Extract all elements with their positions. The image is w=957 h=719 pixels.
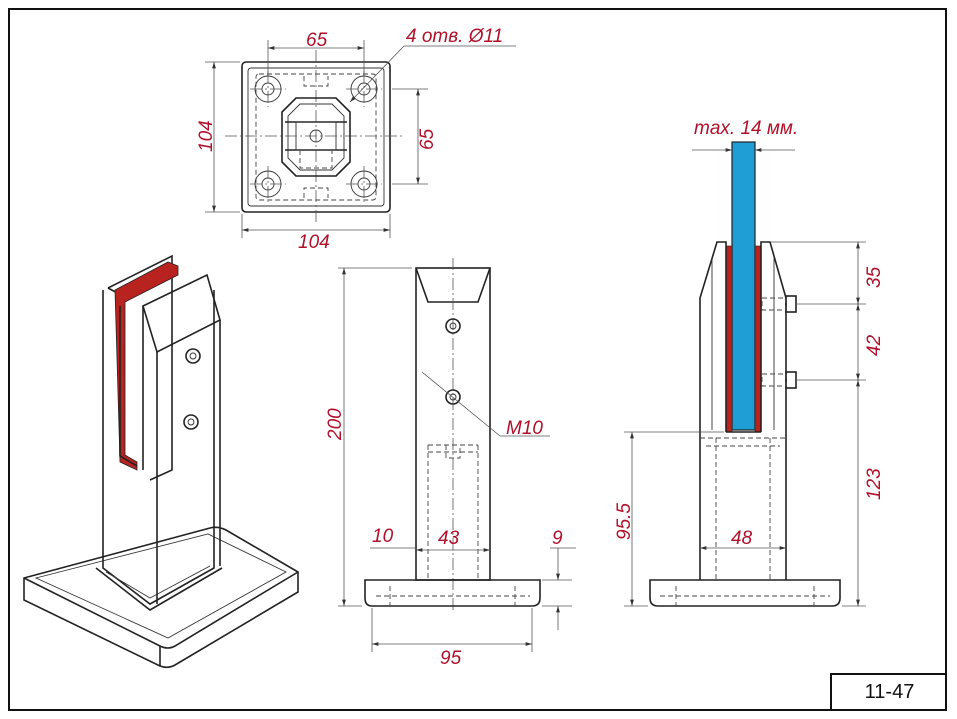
plan-dim-left: 104 [196, 120, 217, 152]
glass-panel [731, 141, 756, 431]
side-dim-insert: 95.5 [614, 503, 635, 540]
isometric-view [23, 254, 299, 669]
front-dim-edge: 10 [372, 526, 394, 547]
front-dim-height: 200 [325, 408, 346, 441]
plan-dim-top: 65 [306, 30, 328, 51]
front-dim-base-thickness: 9 [552, 528, 563, 549]
plan-dim-right: 65 [417, 128, 438, 150]
side-dim-lower: 123 [864, 468, 885, 500]
sheet-number: 11-47 [830, 673, 947, 709]
mount-hole [250, 71, 382, 202]
front-dim-thread: M10 [506, 418, 543, 439]
plan-dim-bottom: 104 [298, 232, 330, 253]
front-dim-inner: 43 [438, 528, 460, 549]
plan-dim-holes: 4 отв. Ø11 [406, 26, 503, 47]
front-dim-base-width: 95 [440, 648, 462, 669]
side-dim-slot: 48 [731, 528, 753, 549]
side-dim-bolt-spacing: 42 [864, 334, 885, 356]
front-view: 200 M10 10 43 9 95 [325, 258, 576, 669]
side-dim-top: 35 [864, 266, 885, 288]
side-view: max. 14 мм. 35 42 123 95.5 48 [614, 118, 885, 607]
plan-view: 65 4 отв. Ø11 104 65 104 [196, 26, 516, 253]
drawing-frame [8, 8, 947, 711]
side-dim-glass: max. 14 мм. [694, 118, 798, 139]
